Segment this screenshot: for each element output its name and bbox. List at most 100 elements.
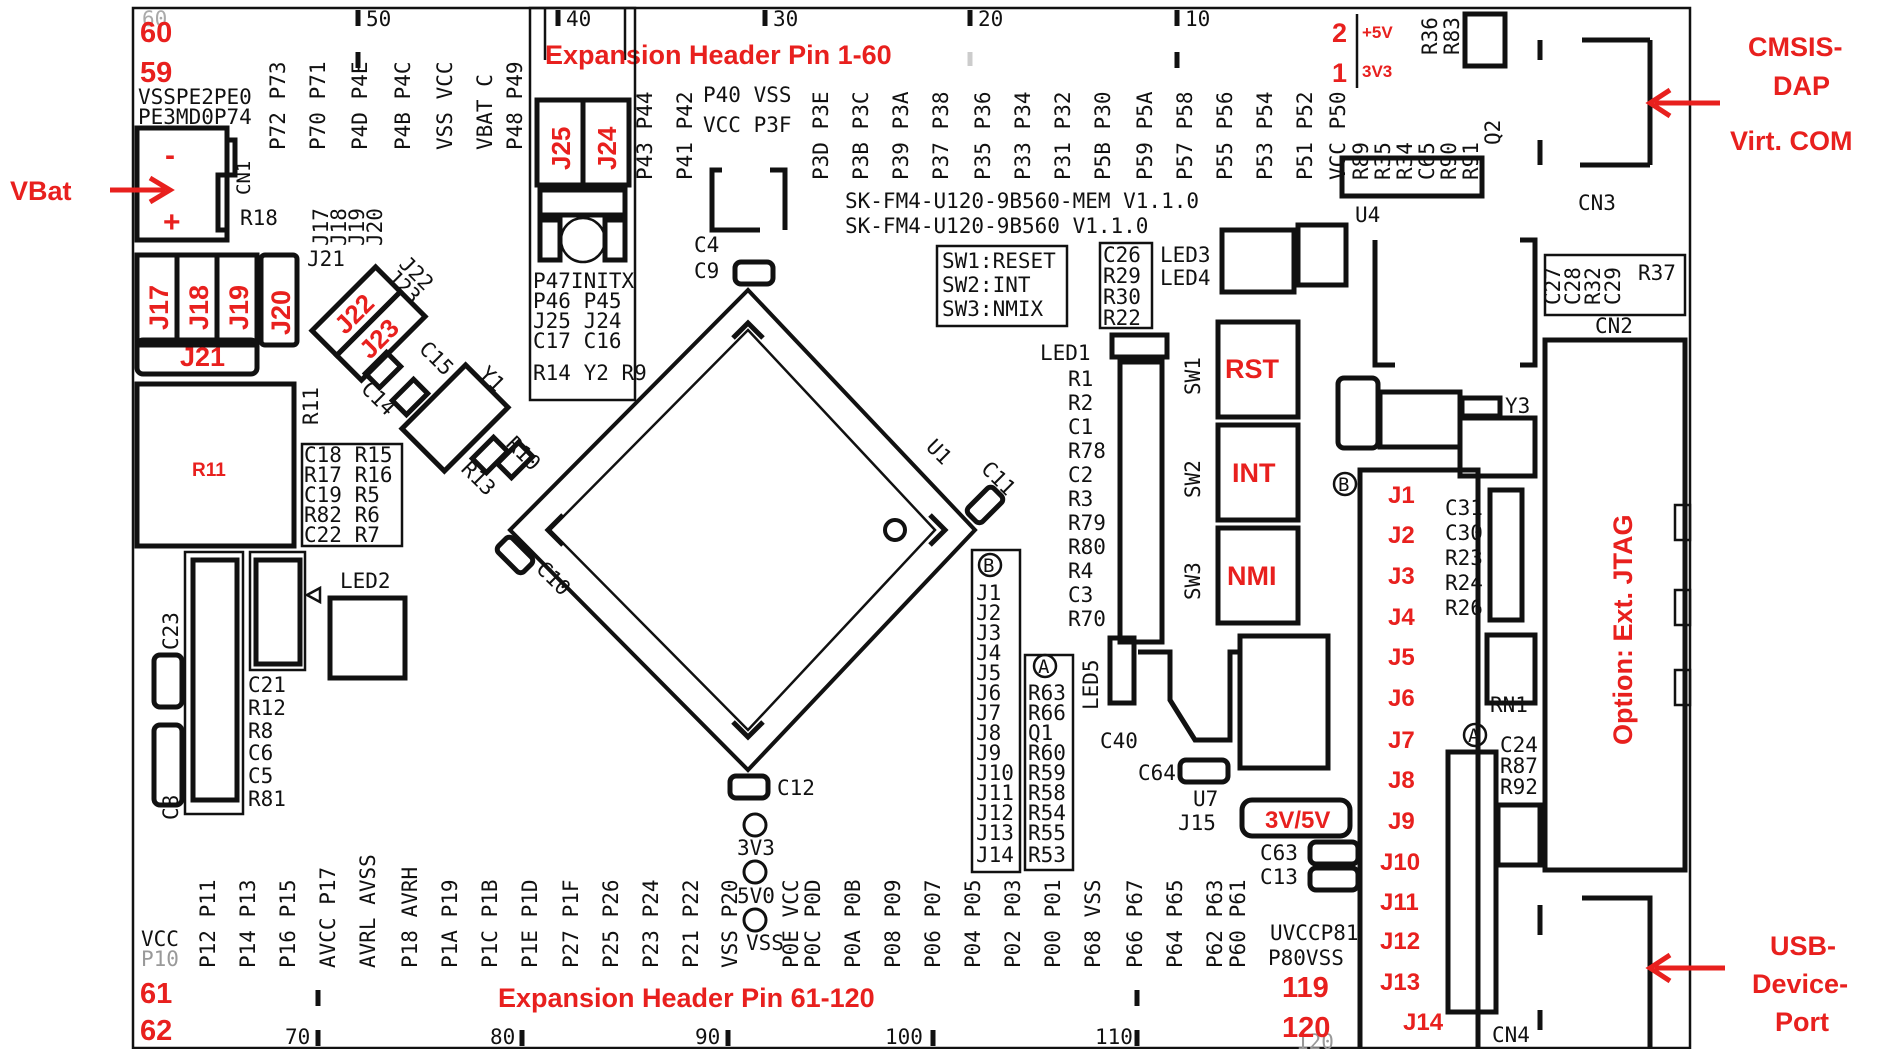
silk-label: P00 P01	[1041, 879, 1065, 968]
silk-label: R54	[1028, 801, 1066, 825]
silk-label: J5	[976, 661, 1001, 685]
cmsis-annotation-1: CMSIS-	[1748, 32, 1843, 62]
silk-label: R83	[1440, 17, 1464, 55]
scale-20: 20	[978, 7, 1003, 31]
silk-label: U7	[1193, 787, 1218, 811]
r18-label: R18	[240, 206, 278, 230]
pin-60: 60	[140, 17, 172, 49]
cmsis-annotation-3: Virt. COM	[1730, 126, 1853, 156]
top-pin-label: VSSPE2PE0	[138, 85, 252, 109]
scale-30: 30	[773, 7, 798, 31]
silk-label: Q2	[1481, 120, 1505, 145]
silk-label: P1E P1D	[518, 879, 542, 968]
jumper-j21: J21	[180, 342, 225, 372]
silk-label: R60	[1028, 741, 1066, 765]
silk-label: 120	[1296, 1030, 1334, 1049]
silk-label: R91	[1459, 142, 1483, 180]
silk-label: J13	[976, 821, 1014, 845]
silk-label: J10	[976, 761, 1014, 785]
silk-label: C13	[1260, 865, 1298, 889]
silk-label: 70	[285, 1025, 310, 1049]
silk-label: Y1	[474, 362, 509, 397]
silk-label: R36	[1418, 17, 1442, 55]
top-header-title: Expansion Header Pin 1-60	[545, 40, 892, 70]
silk-label: R32	[1581, 267, 1605, 305]
silk-label: R92	[1500, 775, 1538, 799]
silk-label: R35	[1371, 142, 1395, 180]
silk-label: R70	[1068, 607, 1106, 631]
jumper-j17: J17	[144, 285, 174, 330]
y1-crystal	[398, 361, 512, 475]
silk-label: J12	[976, 801, 1014, 825]
svg-text:-: -	[165, 139, 175, 172]
silk-label: C1	[1068, 415, 1093, 439]
svg-text:+: +	[163, 206, 181, 239]
top-pin-label: P40 VSS	[703, 83, 792, 107]
silk-label: LED4	[1160, 266, 1211, 290]
silk-label: RN1	[1490, 693, 1528, 717]
silk-label: P80VSS	[1268, 946, 1344, 970]
silk-label: C17 C16	[533, 329, 622, 353]
pin-2: 2	[1332, 18, 1347, 48]
nmi-button: NMI	[1227, 561, 1277, 591]
top-pin-label: P72 P73	[266, 61, 290, 150]
silk-label: R4	[1068, 559, 1093, 583]
usb-annotation-1: USB-	[1770, 931, 1836, 961]
silk-label: SW2	[1181, 460, 1205, 498]
bottom-header-scale: 70 80 90 100 110 120	[285, 990, 1334, 1049]
silk-label: C64	[1138, 761, 1176, 785]
r-list-a: R63 R66 Q1 R60 R59 R58 R54 R55 R53	[1028, 681, 1066, 867]
silk-label: C12	[777, 776, 815, 800]
silk-label: C29	[1601, 267, 1625, 305]
jtag-annotation: Option: Ext. JTAG	[1608, 515, 1638, 746]
silk-label: J3	[976, 621, 1001, 645]
led-resistor-column	[1117, 359, 1165, 645]
silk-label: C6	[248, 741, 273, 765]
silk-label: U1	[921, 435, 956, 470]
silk-label: C8	[159, 795, 183, 820]
silk-label: VSS P20	[718, 879, 742, 968]
pin-120: 120	[1282, 1012, 1330, 1044]
silk-label: R80	[1068, 535, 1106, 559]
jumper-j19: J19	[224, 285, 254, 330]
silk-label: C2	[1068, 463, 1093, 487]
silk-label: C15	[414, 337, 458, 381]
silk-label: C9	[694, 259, 719, 283]
silk-label: LED3	[1160, 243, 1211, 267]
jumper-j3: J3	[1388, 563, 1415, 590]
top-pin-label: VCC P50	[1326, 91, 1350, 180]
top-pin-label: P41 P42	[673, 91, 697, 180]
silk-label: C28	[1561, 267, 1585, 305]
silk-label: P68 VSS	[1081, 879, 1105, 968]
silk-label: R63	[1028, 681, 1066, 705]
silk-label: B	[983, 555, 994, 577]
silk-label: R87	[1500, 754, 1538, 778]
silk-label: R29	[1103, 264, 1141, 288]
silk-label: C65	[1415, 142, 1439, 180]
silk-label: P47INITX	[533, 269, 635, 293]
top-pin-label: P35 P36	[971, 91, 995, 180]
top-pin-labels: VSSPE2PE0 PE3MD0P74 P72 P73 P70 P71 P4D …	[138, 61, 1350, 180]
silk-label: C23	[159, 612, 183, 650]
silk-label: A	[1038, 656, 1050, 678]
scale-50: 50	[366, 7, 391, 31]
top-pin-label: P59 P5A	[1133, 91, 1157, 180]
silk-label: P1A P19	[438, 879, 462, 968]
silk-label: P25 P26	[599, 879, 623, 968]
silk-label: P0E VCC	[779, 879, 803, 968]
silk-label: R59	[1028, 761, 1066, 785]
silk-label: P23 P24	[639, 879, 663, 968]
silk-label: P06 P07	[921, 879, 945, 968]
silk-label: R79	[1068, 511, 1106, 535]
jumper-j18: J18	[184, 285, 214, 330]
silk-label: R53	[1028, 843, 1066, 867]
top-pin-label: P33 P34	[1011, 91, 1035, 180]
silk-label: R23	[1445, 546, 1483, 570]
top-pin-label: P4B P4C	[391, 61, 415, 150]
top-pin-label: VSS VCC	[433, 61, 457, 150]
top-pin-label: P3B P3C	[849, 91, 873, 180]
silk-label: P64 P65	[1163, 879, 1187, 968]
silk-label: J2	[976, 601, 1001, 625]
pin-1: 1	[1332, 58, 1347, 88]
silk-label: P08 P09	[881, 879, 905, 968]
